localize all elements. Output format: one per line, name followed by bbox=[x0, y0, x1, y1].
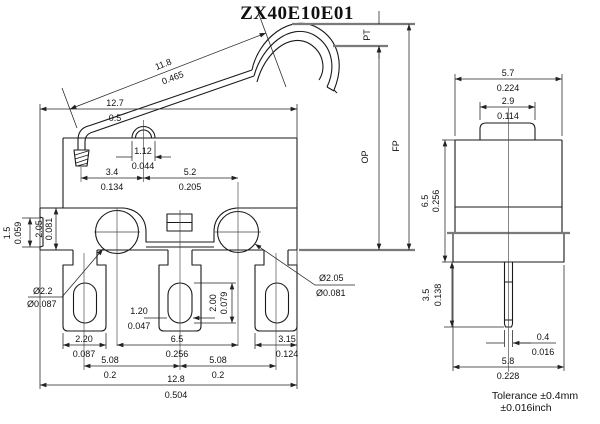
lever-anchor-neck bbox=[77, 124, 94, 150]
dim-side-pin-thickness-in: 0.016 bbox=[532, 347, 555, 357]
dim-side-body-height-in: 0.256 bbox=[431, 190, 441, 213]
hole-right-centerlines bbox=[215, 182, 261, 346]
tolerance-line1: Tolerance ±0.4mm bbox=[492, 390, 579, 402]
dim-pitch-left-in: 0.2 bbox=[104, 370, 117, 380]
dim-side-base-width-in: 0.228 bbox=[497, 371, 520, 381]
dim-slot-width-in: 0.047 bbox=[128, 321, 151, 331]
dim-plunger-hole-mm: 5.2 bbox=[184, 167, 197, 177]
dim-base-width-in: 0.504 bbox=[165, 390, 188, 400]
dim-plunger-width-in: 0.044 bbox=[132, 161, 155, 171]
dim-hole-right-in: Ø0.081 bbox=[316, 288, 346, 298]
dim-side-body-height-mm: 6.5 bbox=[420, 195, 430, 208]
dim-flange-height-in: 0.081 bbox=[44, 218, 54, 241]
dim-hole-left-mm: Ø2.2 bbox=[33, 286, 53, 296]
label-pretravel: PT bbox=[362, 29, 372, 41]
tolerance-line2: ±0.016inch bbox=[500, 402, 551, 414]
terminal-right-slot bbox=[264, 282, 290, 324]
ext-slot-height bbox=[194, 282, 236, 324]
dim-lever-length-mm: 11.8 bbox=[154, 57, 173, 72]
dim-step-height-in: 0.059 bbox=[13, 222, 23, 245]
dim-terminal-right-width-in: 0.124 bbox=[276, 349, 299, 359]
front-centerlines bbox=[80, 120, 277, 370]
ext-lines-left-right bbox=[39, 104, 298, 389]
part-number-title: ZX40E10E01 bbox=[240, 3, 354, 24]
dim-step-height-mm: 1.5 bbox=[2, 227, 12, 240]
lever-curl-tip bbox=[326, 86, 335, 92]
front-view: 12.7 0.5 11.8 0.465 1.12 0.044 3.4 0.134… bbox=[2, 11, 355, 400]
dim-terminal-left-width-mm: 2.20 bbox=[75, 334, 93, 344]
side-button bbox=[479, 122, 536, 140]
dim-side-body-width-in: 0.224 bbox=[497, 83, 520, 93]
dim-top-width-mm: 12.7 bbox=[106, 98, 124, 108]
terminal-left bbox=[62, 250, 107, 332]
dim-terminal-left-width-in: 0.087 bbox=[73, 349, 96, 359]
dim-side-pin-length-in: 0.138 bbox=[433, 284, 443, 307]
lever-curl-core bbox=[256, 39, 324, 83]
lever-anchor-tip bbox=[73, 149, 90, 167]
ext-side-body-width bbox=[454, 74, 563, 136]
dim-plunger-width-mm: 1.12 bbox=[134, 146, 152, 156]
dim-side-body-width-mm: 5.7 bbox=[502, 68, 515, 78]
dim-slot-height-in: 0.079 bbox=[219, 292, 229, 315]
ext-side-base-width bbox=[452, 265, 565, 371]
dim-lever-length-in: 0.465 bbox=[160, 69, 185, 86]
dim-tip-plunger-in: 0.134 bbox=[101, 182, 124, 192]
dim-base-width-mm: 12.8 bbox=[167, 374, 185, 384]
side-dimensions bbox=[442, 74, 565, 371]
dim-hole-left-in: Ø0.087 bbox=[27, 299, 57, 309]
dim-side-base-width-mm: 5.8 bbox=[502, 356, 515, 366]
dim-terminal-right-width-mm: 3.15 bbox=[278, 334, 296, 344]
terminal-centerlines bbox=[83, 210, 277, 370]
lever-anchor-hatch bbox=[74, 150, 89, 167]
leader-hole-right bbox=[254, 243, 355, 286]
label-free-position: FP bbox=[391, 140, 401, 152]
dim-pitch-left-mm: 5.08 bbox=[101, 355, 119, 365]
dim-slot-height-mm: 2.00 bbox=[208, 294, 218, 312]
tolerance-note: Tolerance ±0.4mm ±0.016inch bbox=[492, 390, 579, 414]
dim-hole-spacing-in: 0.256 bbox=[166, 349, 189, 359]
leader-hole-left bbox=[28, 248, 104, 298]
dim-hole-right-mm: Ø2.05 bbox=[319, 273, 344, 283]
front-dimensions bbox=[22, 11, 355, 389]
dim-hole-spacing-mm: 6.5 bbox=[171, 334, 184, 344]
side-view: 5.7 0.224 2.9 0.114 6.5 0.256 3.5 0.138 … bbox=[420, 68, 570, 381]
lever-dim-witness-lines bbox=[61, 11, 287, 129]
dim-side-pin-thickness-mm: 0.4 bbox=[537, 332, 550, 342]
terminal-left-slot bbox=[72, 282, 98, 324]
dim-line-lever bbox=[69, 32, 267, 110]
lever bbox=[73, 22, 340, 167]
dim-pitch-right-in: 0.2 bbox=[212, 370, 225, 380]
label-operating-position: OP bbox=[360, 150, 370, 163]
travel-dimensions: PT OP FP bbox=[292, 11, 415, 252]
dim-side-button-width-mm: 2.9 bbox=[502, 96, 515, 106]
dim-top-width-in: 0.5 bbox=[109, 113, 122, 123]
dim-tip-plunger-mm: 3.4 bbox=[106, 167, 119, 177]
dim-plunger-hole-in: 0.205 bbox=[179, 182, 202, 192]
dim-side-button-width-in: 0.114 bbox=[497, 111, 519, 121]
dim-pitch-right-mm: 5.08 bbox=[209, 355, 227, 365]
dim-side-pin-length-mm: 3.5 bbox=[421, 289, 431, 302]
lever-curl-outer bbox=[251, 22, 340, 94]
dim-slot-width-mm: 1.20 bbox=[130, 306, 148, 316]
dim-flange-height-mm: 2.05 bbox=[34, 220, 44, 238]
hole-left-centerlines bbox=[94, 208, 140, 346]
